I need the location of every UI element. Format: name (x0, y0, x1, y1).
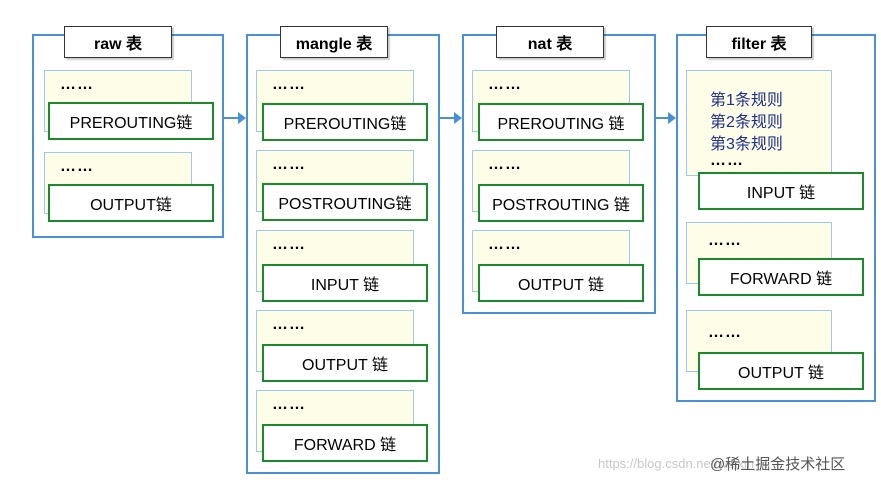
chain-filter-output: OUTPUT 链 (698, 352, 864, 390)
rules-ellipsis: …… (60, 76, 94, 93)
rules-ellipsis: …… (488, 76, 522, 93)
rules-ellipsis: …… (272, 236, 306, 253)
chain-mangle-postrouting: POSTROUTING链 (262, 183, 428, 221)
rules-ellipsis: …… (272, 156, 306, 173)
rules-ellipsis: …… (710, 152, 744, 169)
filter-table-title: filter 表 (706, 26, 812, 58)
chain-mangle-prerouting: PREROUTING链 (262, 103, 428, 141)
rule-2: 第2条规则 (710, 114, 783, 131)
rules-ellipsis: …… (708, 232, 742, 249)
nat-table-title: nat 表 (496, 26, 604, 58)
chain-filter-forward: FORWARD 链 (698, 258, 864, 296)
rules-ellipsis: …… (488, 236, 522, 253)
rules-ellipsis: …… (60, 158, 94, 175)
chain-nat-prerouting: PREROUTING 链 (478, 103, 644, 141)
rule-3: 第3条规则 (710, 136, 783, 153)
raw-table-title: raw 表 (64, 26, 172, 58)
chain-raw-output: OUTPUT链 (48, 184, 214, 222)
watermark-brand: @稀土掘金技术社区 (710, 456, 846, 473)
arrow-mangle-to-nat (438, 112, 462, 124)
watermark-url: https://blog.csdn.net/weixin_4 (598, 456, 769, 471)
rules-area (686, 70, 832, 176)
chain-mangle-output: OUTPUT 链 (262, 344, 428, 382)
rule-1: 第1条规则 (710, 92, 783, 109)
arrow-raw-to-mangle (222, 112, 246, 124)
rules-ellipsis: …… (272, 396, 306, 413)
rules-ellipsis: …… (488, 156, 522, 173)
rules-ellipsis: …… (272, 316, 306, 333)
arrow-nat-to-filter (654, 112, 676, 124)
chain-filter-input: INPUT 链 (698, 172, 864, 210)
chain-nat-output: OUTPUT 链 (478, 264, 644, 302)
rules-ellipsis: …… (708, 324, 742, 341)
chain-nat-postrouting: POSTROUTING 链 (478, 184, 644, 222)
chain-mangle-forward: FORWARD 链 (262, 424, 428, 462)
chain-raw-prerouting: PREROUTING链 (48, 102, 214, 140)
mangle-table-title: mangle 表 (280, 26, 388, 58)
chain-mangle-input: INPUT 链 (262, 264, 428, 302)
rules-ellipsis: …… (272, 76, 306, 93)
